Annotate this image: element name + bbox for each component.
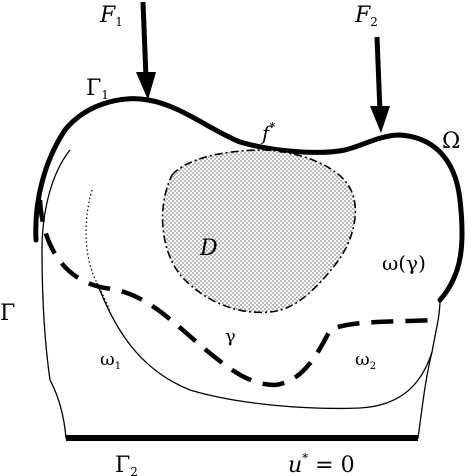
region-d xyxy=(161,149,357,314)
label-omega2: ω2 xyxy=(355,349,376,372)
inner-curve xyxy=(96,282,433,410)
label-gamma: Γ xyxy=(0,301,15,326)
label-curve-gamma: γ xyxy=(225,326,236,347)
label-omega-gamma: ω(γ) xyxy=(382,251,426,275)
curve-gamma xyxy=(37,199,436,388)
force-arrow-f2 xyxy=(370,36,390,133)
boundary-gamma1 xyxy=(33,96,465,303)
label-gamma1: Γ1 xyxy=(86,76,109,102)
label-f2: F2 xyxy=(354,3,378,29)
label-gamma2: Γ2 xyxy=(115,453,138,476)
dotted-curve xyxy=(85,189,111,313)
label-omega1: ω1 xyxy=(100,349,121,372)
label-d: D xyxy=(199,236,218,261)
label-fstar: f* xyxy=(260,120,275,145)
label-boundary-condition: u* = 0 xyxy=(288,451,355,476)
label-omega: Ω xyxy=(442,129,460,154)
force-arrow-f1 xyxy=(136,1,156,100)
label-f1: F1 xyxy=(99,3,123,29)
